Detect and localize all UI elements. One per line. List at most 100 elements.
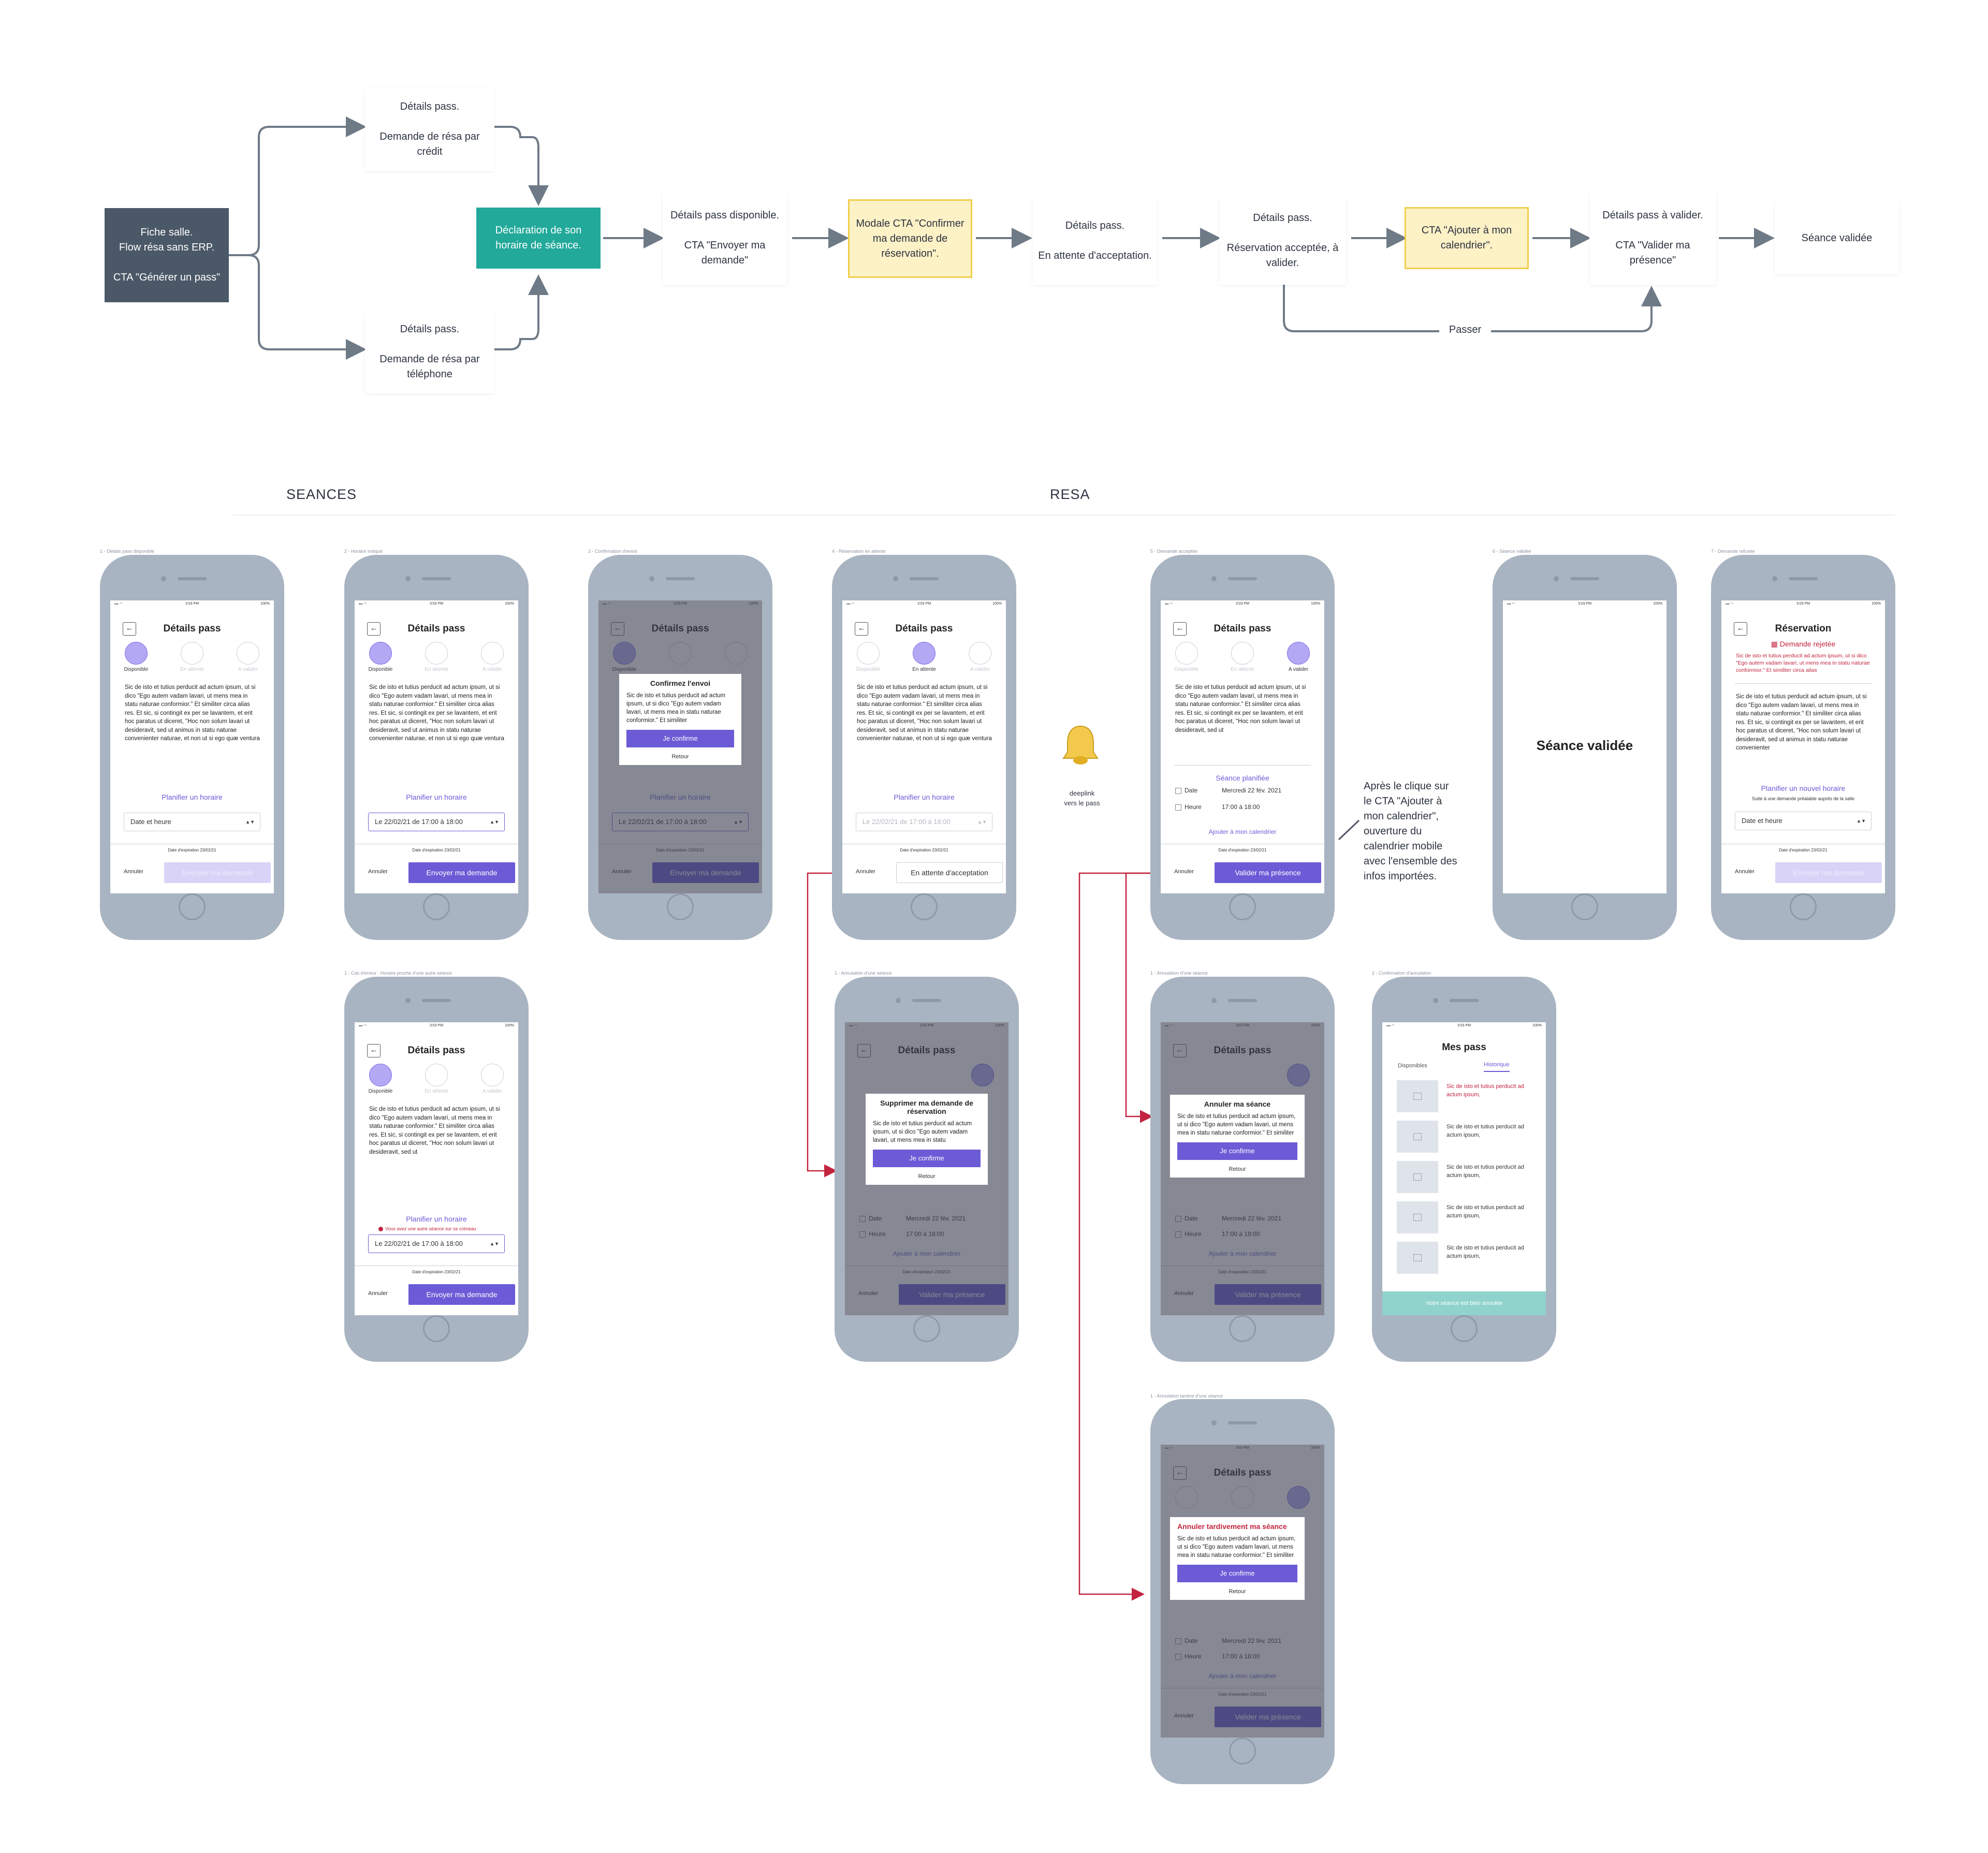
retour-link[interactable]: Retour bbox=[1229, 1589, 1246, 1595]
rejection-message: Sic de isto et tutius perducit ad actum … bbox=[1736, 653, 1870, 673]
suite-demande-text: Suite à une demande préalable auprès de … bbox=[1751, 796, 1855, 801]
speaker bbox=[422, 999, 451, 1002]
home-button bbox=[1229, 1315, 1256, 1342]
select-arrow-icon: ▲▼ bbox=[1857, 818, 1866, 823]
envoyer-button[interactable]: Envoyer ma demande bbox=[408, 862, 515, 883]
flow-node-demande-credit: Détails pass. Demande de résa par crédit bbox=[365, 88, 494, 171]
je-confirme-button[interactable]: Je confirme bbox=[1177, 1142, 1297, 1160]
list-item[interactable]: Sic de isto et tutius perducit ad actum … bbox=[1397, 1240, 1537, 1274]
retour-link[interactable]: Retour bbox=[918, 1173, 935, 1180]
home-button bbox=[1571, 893, 1598, 920]
caption-annulation-seance-2: 1 - Annulation d'une séance bbox=[1150, 970, 1208, 976]
confirm-modal: Confirmez l'envoi Sic de isto et tutius … bbox=[619, 674, 741, 765]
caption-annulation-tardive: 1 - Annulation tardive d'une séance bbox=[1150, 1393, 1223, 1399]
annuler-link[interactable]: Annuler bbox=[368, 1290, 388, 1297]
modal-title: Annuler tardivement ma séance bbox=[1177, 1522, 1287, 1531]
image-icon bbox=[1397, 1242, 1438, 1274]
list-item[interactable]: Sic de isto et tutius perducit ad actum … bbox=[1397, 1078, 1537, 1112]
image-icon bbox=[1397, 1121, 1438, 1153]
step-label-disponible: Disponible bbox=[368, 667, 393, 672]
divider bbox=[1174, 765, 1311, 766]
list-item[interactable]: Sic de isto et tutius perducit ad actum … bbox=[1397, 1159, 1537, 1193]
je-confirme-button[interactable]: Je confirme bbox=[1177, 1565, 1297, 1582]
back-arrow-icon[interactable]: ← bbox=[367, 622, 381, 636]
home-button bbox=[1790, 893, 1817, 920]
envoyer-button[interactable]: Envoyer ma demande bbox=[408, 1284, 515, 1305]
back-arrow-icon[interactable]: ← bbox=[855, 622, 868, 636]
camera bbox=[1211, 1420, 1217, 1425]
back-arrow-icon[interactable]: ← bbox=[1173, 622, 1187, 636]
home-button bbox=[423, 1315, 450, 1342]
annuler-link[interactable]: Annuler bbox=[856, 869, 875, 875]
tab-historique[interactable]: Historique bbox=[1484, 1062, 1510, 1072]
annuler-link[interactable]: Annuler bbox=[1735, 869, 1755, 875]
step-disponible bbox=[369, 642, 392, 665]
caption-demande-acceptee: 5 - Demande acceptée bbox=[1150, 549, 1198, 554]
flow-node-declaration: Déclaration de son horaire de séance. bbox=[476, 208, 601, 269]
ajouter-calendrier-link[interactable]: Ajouter à mon calendrier bbox=[1208, 828, 1277, 835]
date-heure-select[interactable]: Date et heure▲▼ bbox=[124, 813, 260, 831]
step-label-en-attente: En attente bbox=[912, 667, 936, 672]
step-label-en-attente: En attente bbox=[180, 667, 204, 672]
body-text: Sic de isto et tutius perducit ad actum … bbox=[857, 684, 992, 742]
caption-confirmation-envoi: 3 - Confirmation d'envoi bbox=[588, 549, 637, 554]
date-heure-select[interactable]: Le 22/02/21 de 17:00 à 18:00 ▲▼ bbox=[368, 1234, 505, 1253]
back-arrow-icon[interactable]: ← bbox=[123, 622, 136, 636]
planifier-link[interactable]: Planifier un horaire bbox=[894, 793, 955, 801]
back-arrow-icon[interactable]: ← bbox=[1734, 622, 1747, 636]
status-time: 3:03 PM bbox=[429, 1024, 444, 1027]
je-confirme-button[interactable]: Je confirme bbox=[626, 730, 734, 747]
envoyer-button[interactable]: Envoyer ma demande bbox=[164, 862, 271, 883]
envoyer-button[interactable]: Envoyer ma demande bbox=[1775, 862, 1882, 883]
planifier-nouveau-link[interactable]: Planifier un nouvel horaire bbox=[1761, 784, 1846, 792]
step-label-disponible: Disponible bbox=[124, 667, 149, 672]
annuler-link[interactable]: Annuler bbox=[1174, 869, 1194, 875]
date-heure-value: Le 22/02/21 de 17:00 à 18:00 bbox=[375, 1240, 463, 1247]
list-item[interactable]: Sic de isto et tutius perducit ad actum … bbox=[1397, 1199, 1537, 1233]
planifier-link[interactable]: Planifier un horaire bbox=[162, 793, 223, 801]
tab-disponibles[interactable]: Disponibles bbox=[1398, 1063, 1427, 1069]
retour-link[interactable]: Retour bbox=[1229, 1166, 1246, 1172]
camera bbox=[405, 998, 411, 1003]
home-button bbox=[1229, 1738, 1256, 1764]
flow-node-reservation-acceptee: Détails pass. Réservation acceptée, à va… bbox=[1219, 197, 1346, 285]
planifier-link[interactable]: Planifier un horaire bbox=[406, 1215, 467, 1223]
annulation-tardive-modal: Annuler tardivement ma séance Sic de ist… bbox=[1170, 1517, 1305, 1600]
step-a-valider bbox=[237, 642, 259, 665]
date-heure-select[interactable]: Date et heure ▲▼ bbox=[1735, 812, 1872, 830]
step-label-a-valider: A valider bbox=[238, 667, 258, 672]
signal-icon: ▪▪▪ ◠ bbox=[359, 602, 367, 606]
planifier-link[interactable]: Planifier un horaire bbox=[406, 793, 467, 801]
valider-presence-button[interactable]: Valider ma présence bbox=[1215, 862, 1321, 883]
annuler-link[interactable]: Annuler bbox=[124, 869, 143, 875]
en-attente-button[interactable]: En attente d'acceptation bbox=[896, 862, 1003, 883]
caption-details-pass-disponible: 1 - Détails pass disponible bbox=[100, 549, 155, 554]
calendar-annotation: Après le clique sur le CTA "Ajouter à mo… bbox=[1364, 781, 1457, 882]
back-arrow-icon[interactable]: ← bbox=[367, 1044, 381, 1057]
step-label-en-attente: En attente bbox=[425, 1089, 448, 1094]
date-heure-select[interactable]: Le 22/02/21 de 17:00 à 18:00▲▼ bbox=[368, 813, 505, 831]
page-title: Mes pass bbox=[1442, 1042, 1486, 1053]
speaker bbox=[666, 577, 695, 580]
speaker bbox=[1228, 999, 1257, 1002]
retour-link[interactable]: Retour bbox=[671, 754, 689, 760]
error-icon bbox=[378, 1227, 383, 1232]
home-button bbox=[423, 893, 450, 920]
modal-body: Sic de isto et tutius perducit ad actum … bbox=[626, 693, 726, 724]
divider bbox=[1735, 683, 1872, 684]
date-heure-value: Date et heure bbox=[1742, 817, 1782, 825]
select-arrow-icon: ▲▼ bbox=[490, 1241, 499, 1246]
speaker bbox=[912, 999, 941, 1002]
expiration-date: Date d'expiration 23/02/21 bbox=[168, 848, 216, 852]
list-item[interactable]: Sic de isto et tutius perducit ad actum … bbox=[1397, 1119, 1537, 1153]
date-heure-select[interactable]: Le 22/02/21 de 17:00 à 18:00▲▼ bbox=[856, 813, 992, 831]
annuler-link[interactable]: Annuler bbox=[368, 869, 388, 875]
camera bbox=[649, 576, 654, 581]
je-confirme-button[interactable]: Je confirme bbox=[873, 1150, 981, 1167]
